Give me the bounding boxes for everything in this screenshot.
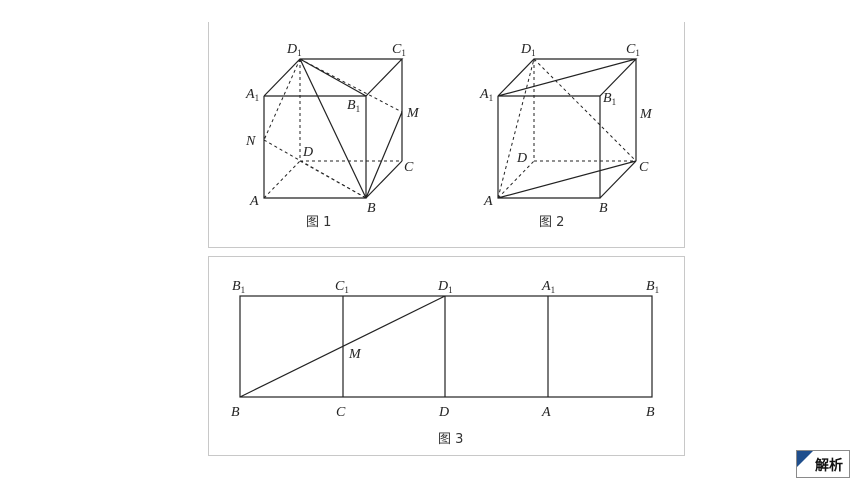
fig2-front-face	[497, 95, 601, 199]
fig3-bottom-label-b-right: B	[646, 405, 655, 420]
fig2-label-c1: C1	[626, 42, 640, 58]
fig1-line-d1b1	[299, 58, 367, 97]
fig2-top-face	[497, 58, 638, 97]
fig2-hidden-d1c	[533, 58, 637, 162]
fig2-line-ac	[497, 160, 637, 199]
fig2-caption: 图 2	[539, 215, 564, 230]
fig2-line-a1c1	[497, 58, 637, 97]
fig1-caption: 图 1	[306, 215, 331, 230]
fig1-line-d1b	[299, 58, 367, 199]
fig2-hidden-ad	[497, 160, 535, 199]
fig1-label-n: N	[245, 134, 256, 149]
fig3-bottom-label-d: D	[438, 405, 449, 420]
fig1-hidden-ad	[263, 160, 301, 199]
fig1-label-c: C	[404, 160, 414, 175]
cube-diagrams: D1 C1 A1 B1 M N D C A B 图 1	[245, 42, 653, 230]
fig3-outer-rectangle	[239, 295, 653, 398]
fig1-top-face	[263, 58, 404, 97]
fig1-line-bm	[365, 111, 403, 199]
fig2-label-b: B	[599, 201, 608, 216]
fig3-caption: 图 3	[438, 432, 463, 447]
analysis-button[interactable]: 解析	[796, 450, 850, 478]
fig2-hidden-ad1	[497, 58, 535, 199]
fig1-hidden-nb	[263, 139, 367, 199]
fig3-top-label-a1: A1	[541, 279, 555, 295]
figure-panel-bottom: B1 C1 D1 A1 B1 M B C D A B 图 3	[208, 256, 685, 456]
fig2-label-d: D	[516, 151, 527, 166]
fig2-label-a: A	[483, 194, 493, 209]
fig1-label-d1: D1	[286, 42, 302, 58]
fig3-top-label-b1-right: B1	[646, 279, 659, 295]
figure-1: D1 C1 A1 B1 M N D C A B 图 1	[245, 42, 420, 230]
fig1-label-b: B	[367, 201, 376, 216]
fig1-label-d: D	[302, 145, 313, 160]
fig3-top-label-b1: B1	[232, 279, 245, 295]
figure-2: D1 C1 A1 B1 M D C A B 图 2	[479, 42, 653, 230]
fig1-label-a1: A1	[245, 87, 259, 103]
fig2-label-b1: B1	[603, 91, 616, 107]
fig1-hidden-db	[299, 160, 367, 199]
fig3-top-label-c1: C1	[335, 279, 349, 295]
fig3-top-label-d1: D1	[437, 279, 453, 295]
fig1-label-b1: B1	[347, 98, 360, 114]
fig2-edge-bc	[599, 160, 637, 199]
fig3-line-bd1	[239, 295, 446, 398]
fig1-edge-bc	[365, 160, 403, 199]
fig1-hidden-d1m	[299, 58, 403, 113]
fig1-label-m: M	[406, 106, 420, 121]
figure-panel-top: D1 C1 A1 B1 M N D C A B 图 1	[208, 22, 685, 248]
figure-3: B1 C1 D1 A1 B1 M B C D A B 图 3	[231, 279, 659, 447]
analysis-button-label: 解析	[815, 458, 843, 474]
fig2-label-a1: A1	[479, 87, 493, 103]
fig2-label-d1: D1	[520, 42, 536, 58]
fig3-label-m: M	[348, 347, 362, 362]
fig3-bottom-label-a: A	[541, 405, 551, 420]
fig3-bottom-label-c: C	[336, 405, 346, 420]
fig2-label-c: C	[639, 160, 649, 175]
fig2-label-m: M	[639, 107, 653, 122]
fig1-label-c1: C1	[392, 42, 406, 58]
corner-triangle-icon	[797, 451, 813, 467]
fig3-bottom-label-b: B	[231, 405, 240, 420]
fig1-label-a: A	[249, 194, 259, 209]
fig1-hidden-d1n	[263, 58, 301, 141]
unfolded-net-diagram: B1 C1 D1 A1 B1 M B C D A B 图 3	[231, 279, 659, 447]
